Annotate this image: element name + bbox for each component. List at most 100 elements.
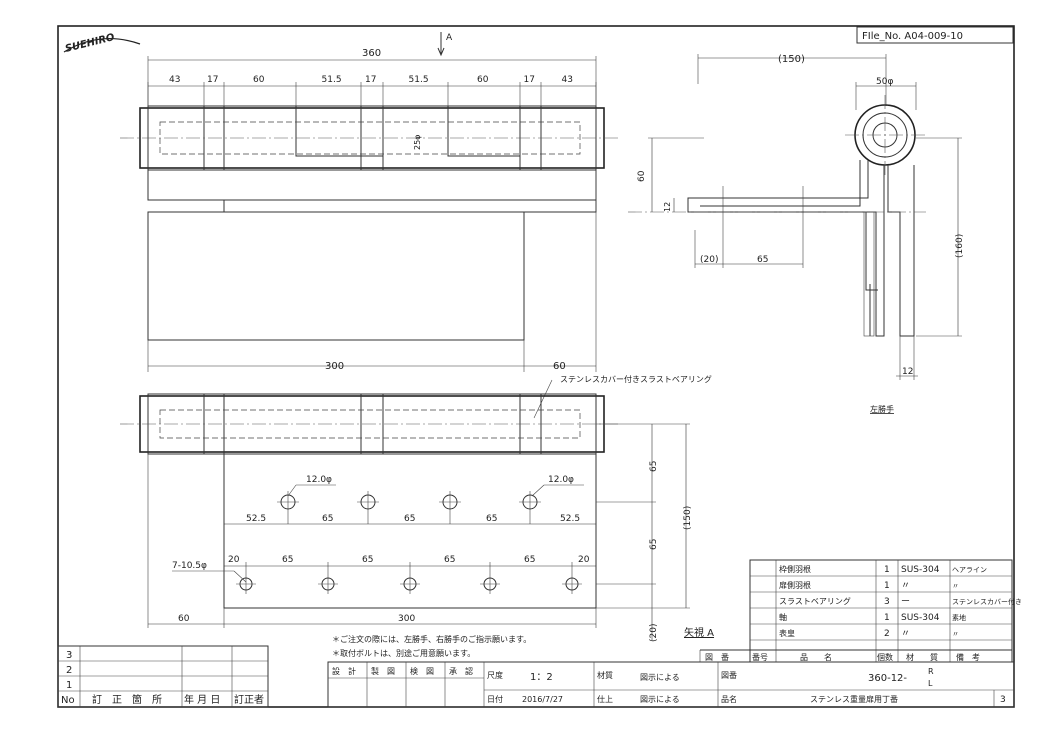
part-material: ー [901,597,910,607]
parts-header: 番号 [752,652,768,662]
part-name: 軸 [779,612,787,622]
dim-60-side: 60 [637,170,647,182]
drawing-label: 図番 [721,670,737,680]
top-seg-dim: 17 [524,75,535,85]
right-dim-65a: 65 [649,461,659,472]
parts-header: 材 質 [906,652,938,662]
view-a-label: 矢視 A [684,626,714,639]
material-value: 図示による [640,673,680,682]
plate-dim-300: 300 [398,614,415,624]
dim-160: (160) [955,234,965,258]
dim-150-side: (150) [778,54,805,65]
dim-300: 300 [325,361,344,372]
part-note: ステンレスカバー付き [952,597,1022,606]
part-qty: 2 [884,629,890,639]
right-dim-20: (20) [649,624,659,642]
top-seg-dim: 51.5 [322,75,342,85]
rev-col-place: 訂 正 箇 所 [92,693,162,706]
lower-row-dim: 65 [444,555,455,565]
top-seg-dim: 51.5 [409,75,429,85]
upper-row-dim: 65 [322,514,333,524]
hole-12-right: 12.0φ [548,475,574,485]
upper-row-dim: 52.5 [246,514,266,524]
hole-7-label: 7-10.5φ [172,561,207,571]
date-label: 日付 [487,694,503,704]
rev-row-1: 1 [66,680,72,691]
drawing-sup: R [928,667,934,676]
part-name: スラストベアリング [779,596,851,606]
top-seg-dim: 60 [253,75,265,85]
note-2: ＊取付ボルトは、別途ご用意願います。 [332,648,475,658]
product-value: ステンレス重量扉用丁番 [810,694,898,704]
finish-label: 仕上 [597,694,613,704]
dim-20-side: (20) [700,255,718,265]
role-label: 製 図 [371,666,395,676]
side-view: (150) 50φ 60 12 (20) 65 (160) [628,54,965,414]
part-qty: 1 [884,613,890,623]
part-note: 〃 [952,630,959,638]
part-qty: 1 [884,565,890,575]
lower-row-dim: 65 [524,555,535,565]
drawing-sub: L [928,679,933,688]
lower-row-dim: 20 [228,555,240,565]
bearing-label: ステンレスカバー付きスラストベアリング [560,374,712,384]
role-label: 設 計 [332,666,356,676]
right-dim-65b: 65 [649,539,659,550]
rev-col-date: 年 月 日 [184,693,220,706]
scale-value: 1：2 [530,672,553,683]
right-dim-150: (150) [683,506,693,530]
sheet-no: 3 [1000,695,1006,705]
upper-row-dim: 52.5 [560,514,580,524]
plate-dim-60: 60 [178,614,190,624]
part-qty: 3 [884,597,890,607]
parts-header: 備 考 [956,652,980,662]
rev-row-2: 2 [66,665,72,676]
scale-label: 尺度 [487,670,503,680]
parts-header: 個数 [877,652,893,662]
part-material: SUS-304 [901,613,940,623]
part-material: 〃 [901,581,910,591]
dim-25phi: 25φ [413,135,422,150]
part-material: 〃 [901,629,910,639]
hole-12-left: 12.0φ [306,475,332,485]
upper-row-dim: 65 [404,514,415,524]
top-seg-dim: 60 [477,75,489,85]
dim-12-side: 12 [663,202,672,212]
top-seg-dim: 43 [562,75,573,85]
lower-row-dim: 65 [282,555,293,565]
dim-12b-side: 12 [902,367,913,377]
role-label: 検 図 [410,666,434,676]
top-seg-dim: 17 [207,75,218,85]
product-label: 品名 [721,694,737,704]
sheet-border [57,25,1015,708]
part-name: 枠側羽根 [779,564,811,574]
parts-header: 品 名 [800,652,832,662]
rev-col-person: 訂正者 [234,693,264,706]
revision-table: 3 2 1 No 訂 正 箇 所 年 月 日 訂正者 [57,645,269,708]
role-label: 承 認 [449,666,473,676]
view-marker: A [446,33,453,43]
left-hand-label: 左勝手 [870,404,894,414]
dim-65-side: 65 [757,255,768,265]
part-note: 〃 [952,582,959,590]
dim-60: 60 [553,361,566,372]
part-name: 扉側羽根 [779,580,811,590]
rev-col-no: No [61,695,75,706]
suehiro-logo: SUEHIRO [63,32,141,55]
lower-row-dim: 20 [578,555,590,565]
title-block: 設 計製 図検 図承 認 尺度 1：2 材質 図示による 図番 360-12- … [327,661,1015,708]
part-note: 素地 [952,613,966,622]
file-no-box [856,26,1014,44]
rev-row-3: 3 [66,650,72,661]
leaf-plate [223,453,597,609]
lower-row-dim: 65 [362,555,373,565]
dim-50phi: 50φ [876,77,893,87]
part-material: SUS-304 [901,565,940,575]
parts-header: 図 番 [705,652,729,662]
file-no: FIle_No. A04-009-10 [862,31,963,42]
part-qty: 1 [884,581,890,591]
